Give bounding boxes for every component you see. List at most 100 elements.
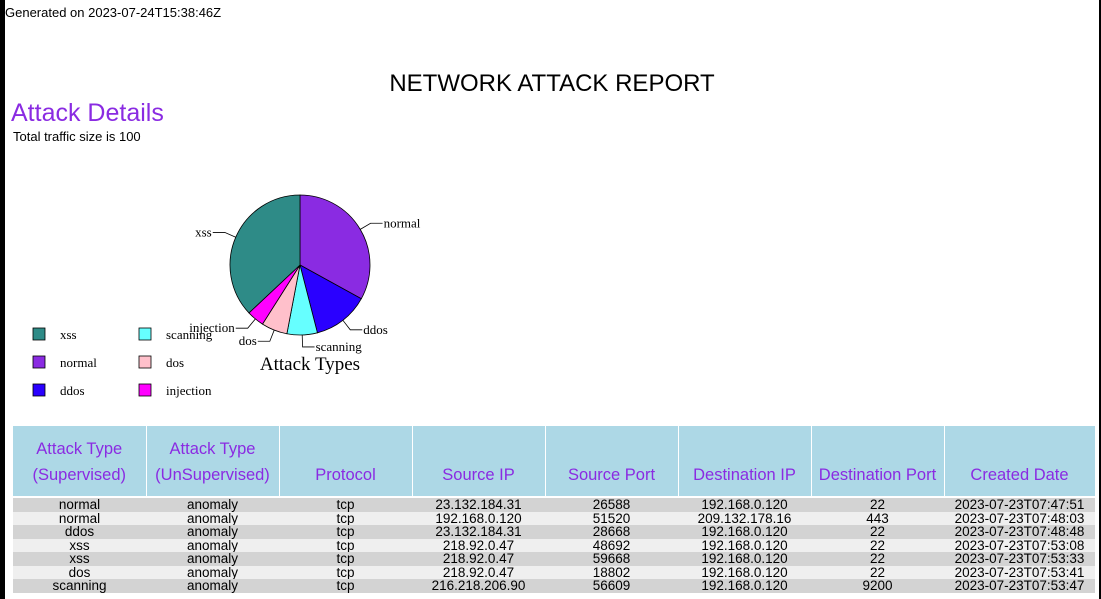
table-cell: 218.92.0.47: [412, 565, 545, 579]
column-header-line: Created Date: [970, 466, 1069, 484]
table-cell: 22: [811, 565, 944, 579]
table-cell: xss: [13, 538, 146, 552]
column-header: Destination Port: [811, 426, 945, 496]
table-cell: 23.132.184.31: [412, 498, 545, 512]
column-header-line: Destination IP: [693, 466, 796, 484]
generated-timestamp: Generated on 2023-07-24T15:38:46Z: [5, 5, 222, 20]
column-header-line: Attack Type: [169, 440, 256, 458]
table-cell: xss: [13, 552, 146, 566]
table-cell: tcp: [279, 565, 412, 579]
pie-slice-ddos: [299, 264, 362, 334]
table-cell: 2023-07-23T07:48:03: [944, 511, 1095, 525]
legend-swatch-injection: [138, 383, 152, 397]
table-cell: 192.168.0.120: [678, 498, 811, 512]
leader-line-normal: [360, 222, 383, 230]
column-header-line: (Supervised): [32, 466, 127, 484]
column-header: Created Date: [944, 426, 1096, 496]
table-cell: 22: [811, 538, 944, 552]
table-cell: 2023-07-23T07:53:41: [944, 565, 1095, 579]
column-header: Source Port: [545, 426, 679, 496]
table-cell: 26588: [545, 498, 678, 512]
table-cell: normal: [13, 511, 146, 525]
section-title: Attack Details: [11, 99, 164, 127]
table-cell: 192.168.0.120: [678, 579, 811, 593]
table-cell: 216.218.206.90: [412, 579, 545, 593]
table-cell: 192.168.0.120: [678, 538, 811, 552]
column-header: Protocol: [279, 426, 413, 496]
table-cell: 192.168.0.120: [678, 525, 811, 539]
slice-label-dos: dos: [239, 333, 257, 348]
table-cell: anomaly: [146, 511, 279, 525]
column-header-line: Source Port: [567, 466, 656, 484]
table-cell: 2023-07-23T07:53:47: [944, 579, 1095, 593]
table-cell: 59668: [545, 552, 678, 566]
legend-label-xss: xss: [60, 327, 77, 342]
table-cell: 443: [811, 511, 944, 525]
legend-swatch-scanning: [138, 327, 152, 341]
slice-label-scanning: scanning: [316, 339, 363, 354]
table-cell: anomaly: [146, 579, 279, 593]
table-cell: 209.132.178.16: [678, 511, 811, 525]
table-cell: 23.132.184.31: [412, 525, 545, 539]
slice-label-injection: injection: [189, 320, 235, 335]
table-cell: 2023-07-23T07:53:33: [944, 552, 1095, 566]
table-cell: scanning: [13, 579, 146, 593]
table-cell: anomaly: [146, 538, 279, 552]
table-cell: 2023-07-23T07:53:08: [944, 538, 1095, 552]
table-cell: dos: [13, 565, 146, 579]
chart-title: Attack Types: [260, 354, 360, 375]
leader-line-dos: [257, 329, 275, 342]
table-cell: 56609: [545, 579, 678, 593]
table-cell: 192.168.0.120: [678, 565, 811, 579]
table-cell: tcp: [279, 579, 412, 593]
table-cell: ddos: [13, 525, 146, 539]
table-header-row: Attack Type(Supervised)Attack Type(UnSup…: [13, 426, 1096, 496]
table-cell: 28668: [545, 525, 678, 539]
leader-line-ddos: [342, 320, 363, 331]
slice-label-ddos: ddos: [363, 322, 388, 337]
column-header: Source IP: [412, 426, 546, 496]
legend-swatch-dos: [138, 355, 152, 369]
legend-label-dos: dos: [166, 355, 184, 370]
legend-label-normal: normal: [60, 355, 97, 370]
table-cell: 22: [811, 498, 944, 512]
leader-line-scanning: [301, 334, 315, 348]
pie-slice-normal: [299, 194, 371, 300]
column-header: Attack Type(Supervised): [13, 426, 147, 496]
table-cell: 218.92.0.47: [412, 552, 545, 566]
table-cell: 48692: [545, 538, 678, 552]
header-spacer: [13, 496, 1095, 498]
pie-slice-xss: [229, 194, 301, 314]
header-spacer-cell: [13, 496, 1095, 498]
column-header-line: Protocol: [315, 466, 376, 484]
report-title: NETWORK ATTACK REPORT: [389, 70, 715, 97]
table-cell: tcp: [279, 511, 412, 525]
table-cell: 192.168.0.120: [678, 552, 811, 566]
table-cell: 22: [811, 552, 944, 566]
table-cell: tcp: [279, 552, 412, 566]
legend-swatch-ddos: [32, 383, 46, 397]
table-cell: anomaly: [146, 525, 279, 539]
column-header: Attack Type(UnSupervised): [146, 426, 280, 496]
leader-line-xss: [212, 232, 236, 238]
legend-label-injection: injection: [166, 383, 212, 398]
legend-label-scanning: scanning: [166, 327, 213, 342]
table-cell: 218.92.0.47: [412, 538, 545, 552]
table-cell: anomaly: [146, 565, 279, 579]
table-cell: 2023-07-23T07:47:51: [944, 498, 1095, 512]
legend-swatch-xss: [32, 327, 46, 341]
column-header: Destination IP: [678, 426, 812, 496]
report-page: Generated on 2023-07-24T15:38:46Z NETWOR…: [5, 0, 1099, 599]
column-header-line: Source IP: [442, 466, 515, 484]
table-cell: normal: [13, 498, 146, 512]
traffic-size-text: Total traffic size is 100: [13, 129, 141, 144]
column-header-line: Destination Port: [818, 466, 937, 484]
